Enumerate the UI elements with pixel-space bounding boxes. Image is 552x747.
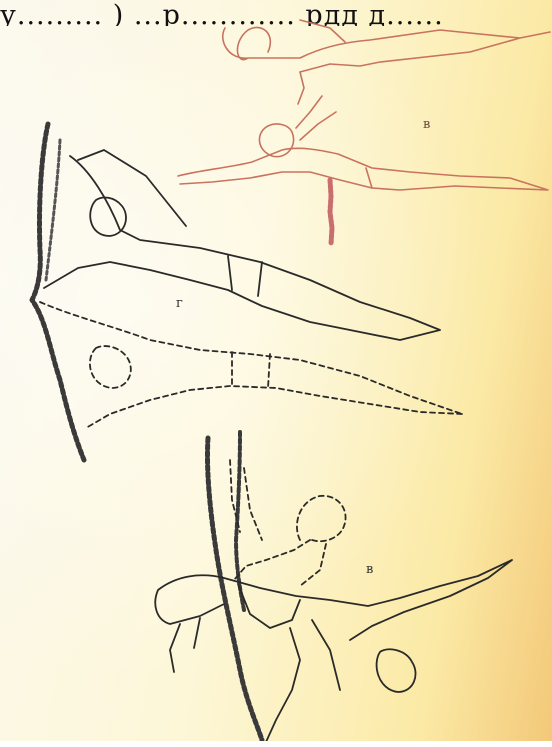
bottom-figure-group — [155, 432, 512, 742]
bottom-solid-leg — [266, 620, 340, 742]
top-rope — [330, 180, 332, 244]
lower-gymnast-arm — [296, 96, 336, 140]
bottom-rope-left — [207, 438, 262, 740]
figure-label-bottom: в — [366, 563, 373, 576]
dashed-gymnast-hips — [232, 352, 270, 388]
solid-gymnast-arm — [78, 150, 186, 226]
upper-gymnast — [223, 27, 550, 72]
figure-label-middle: г — [176, 297, 183, 310]
bottom-solid-head — [377, 649, 416, 692]
bottom-edge — [0, 741, 552, 747]
middle-rope-strand — [46, 140, 60, 280]
upper-gymnast-trunk — [298, 20, 345, 104]
lower-gymnast — [178, 148, 548, 190]
top-figure-group — [178, 20, 550, 244]
dashed-gymnast — [40, 302, 462, 428]
lower-gymnast-trunk — [366, 168, 372, 188]
solid-gymnast — [44, 156, 440, 340]
figure-label-top: в — [423, 118, 430, 131]
bottom-dashed-legs — [230, 460, 262, 540]
bottom-solid-gymnast — [155, 560, 512, 640]
dashed-gymnast-head — [90, 346, 131, 388]
middle-figure-group — [32, 124, 462, 460]
bottom-solid-arm — [170, 618, 200, 672]
bottom-dashed-gymnast — [234, 496, 346, 586]
